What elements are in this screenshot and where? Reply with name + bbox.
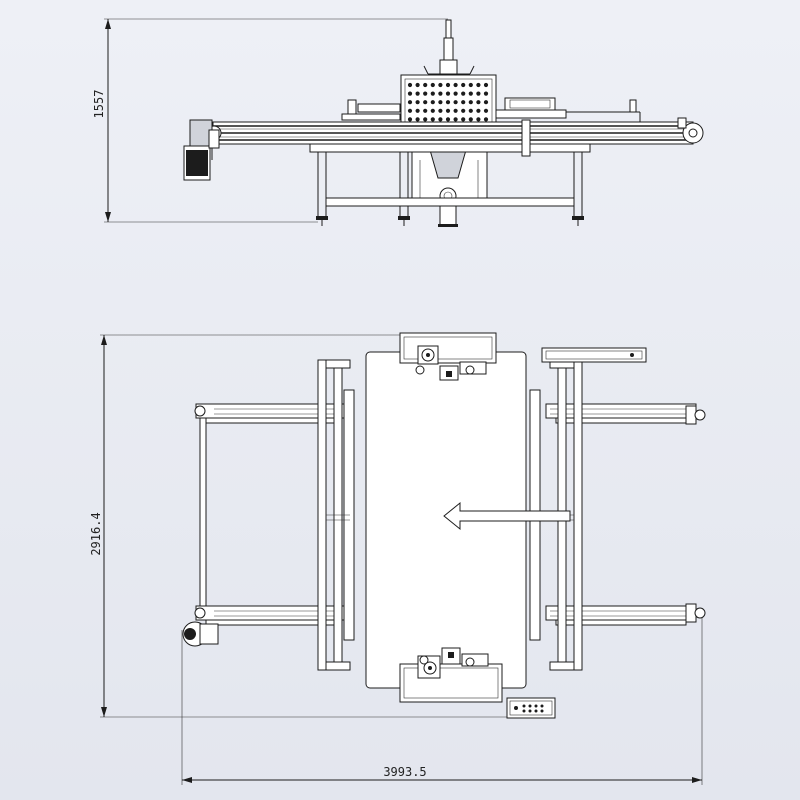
nozzle-dot [445, 108, 451, 113]
left-conveyor-frame [194, 403, 345, 626]
right-conveyor-frame [545, 403, 706, 626]
nozzle-dot [468, 82, 473, 88]
nozzle-dot [430, 82, 435, 88]
nozzle-dot [468, 108, 473, 113]
nozzle-dot [453, 82, 458, 88]
nozzle-dot [430, 108, 435, 113]
nozzle-dot [461, 91, 466, 96]
nozzle-dot [483, 100, 489, 105]
nozzle-dot [483, 82, 489, 88]
nozzle-dot [430, 100, 435, 105]
dimension-plan-width: 3993.5 [181, 618, 703, 785]
nozzle-dot [468, 100, 473, 105]
nozzle-dot [438, 117, 443, 122]
nozzle-dot [423, 117, 428, 122]
nozzle-dot [468, 117, 473, 122]
top-head-unit [399, 332, 497, 381]
nozzle-dot [461, 108, 466, 113]
conveyor-belt [206, 117, 704, 145]
nozzle-dot [453, 117, 458, 122]
bottom-head-unit [399, 647, 503, 703]
left-frame-uprights [317, 359, 355, 671]
drive-motor [183, 119, 220, 181]
nozzle-dot [483, 108, 489, 113]
nozzle-dot [415, 117, 420, 122]
nozzle-dot [407, 108, 413, 113]
dimension-label-plan-depth: 2916.4 [89, 512, 103, 555]
nozzle-dot [415, 100, 420, 105]
dimension-side-height: 1557 [92, 18, 448, 223]
nozzle-dot [438, 91, 443, 96]
nozzle-dot [453, 100, 458, 105]
nozzle-dot [476, 82, 481, 88]
nozzle-dot [461, 82, 466, 88]
nozzle-dot [430, 91, 435, 96]
nozzle-dot [415, 108, 420, 113]
nozzle-dot [453, 108, 458, 113]
nozzle-dot [423, 100, 428, 105]
nozzle-dot [415, 91, 420, 96]
nozzle-dot [445, 100, 451, 105]
nozzle-dot [407, 82, 413, 88]
nozzle-dot [438, 82, 443, 88]
nozzle-dot [483, 91, 489, 96]
nozzle-dot [423, 91, 428, 96]
nozzle-dot [430, 117, 435, 122]
top-cylinder [423, 19, 475, 75]
nozzle-dot [483, 117, 489, 122]
nozzle-dot [423, 82, 428, 88]
dimension-plan-depth: 2916.4 [89, 334, 508, 718]
side-elevation-view: 1557 [92, 18, 704, 227]
nozzle-dot [438, 100, 443, 105]
nozzle-dot [476, 117, 481, 122]
nozzle-dot [461, 117, 466, 122]
control-panel-box [506, 697, 556, 719]
nozzle-dot [445, 117, 451, 122]
nozzle-dot [423, 108, 428, 113]
nozzle-dot [476, 108, 481, 113]
plan-view: 2916.4 3993.5 [89, 332, 706, 785]
dimension-label-plan-width: 3993.5 [383, 765, 426, 779]
nozzle-dot [407, 91, 413, 96]
nozzle-dot [445, 91, 451, 96]
nozzle-dot [438, 108, 443, 113]
lower-head-assembly [411, 147, 488, 227]
side-guides [341, 97, 641, 122]
nozzle-dot [407, 117, 413, 122]
dimension-label-side-height: 1557 [92, 90, 106, 119]
nozzle-dot [476, 91, 481, 96]
nozzle-dot [468, 91, 473, 96]
nozzle-dot [461, 100, 466, 105]
guide-rail-bar [541, 347, 647, 363]
nozzle-dot [407, 100, 413, 105]
machine-frame [309, 119, 591, 226]
nozzle-dot [476, 100, 481, 105]
nozzle-dot [415, 82, 420, 88]
nozzle-dot [453, 91, 458, 96]
left-drive-motor-plan [182, 621, 219, 647]
direction-arrow [443, 501, 571, 531]
nozzle-dot [445, 82, 451, 88]
